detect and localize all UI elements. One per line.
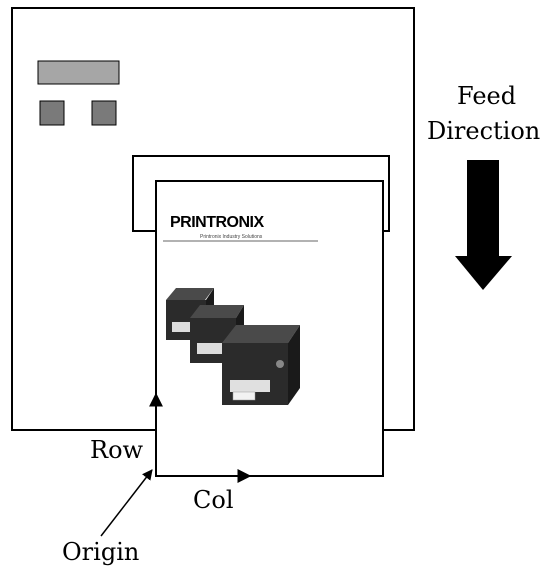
display-panel xyxy=(37,60,120,85)
label-printer-image xyxy=(166,288,300,405)
origin-label: Origin xyxy=(62,538,140,566)
feed-direction-arrow xyxy=(455,160,512,290)
label-tagline: Printronix Industry Solutions xyxy=(200,234,263,240)
row-label: Row xyxy=(90,436,144,464)
label-brand: PRINTRONIX xyxy=(170,214,265,231)
control-key-right xyxy=(91,100,117,126)
direction-label: Direction xyxy=(427,117,541,145)
origin-pointer-arrow xyxy=(100,469,153,537)
col-label: Col xyxy=(193,486,234,514)
feed-label: Feed xyxy=(457,82,517,110)
control-key-left xyxy=(39,100,65,126)
